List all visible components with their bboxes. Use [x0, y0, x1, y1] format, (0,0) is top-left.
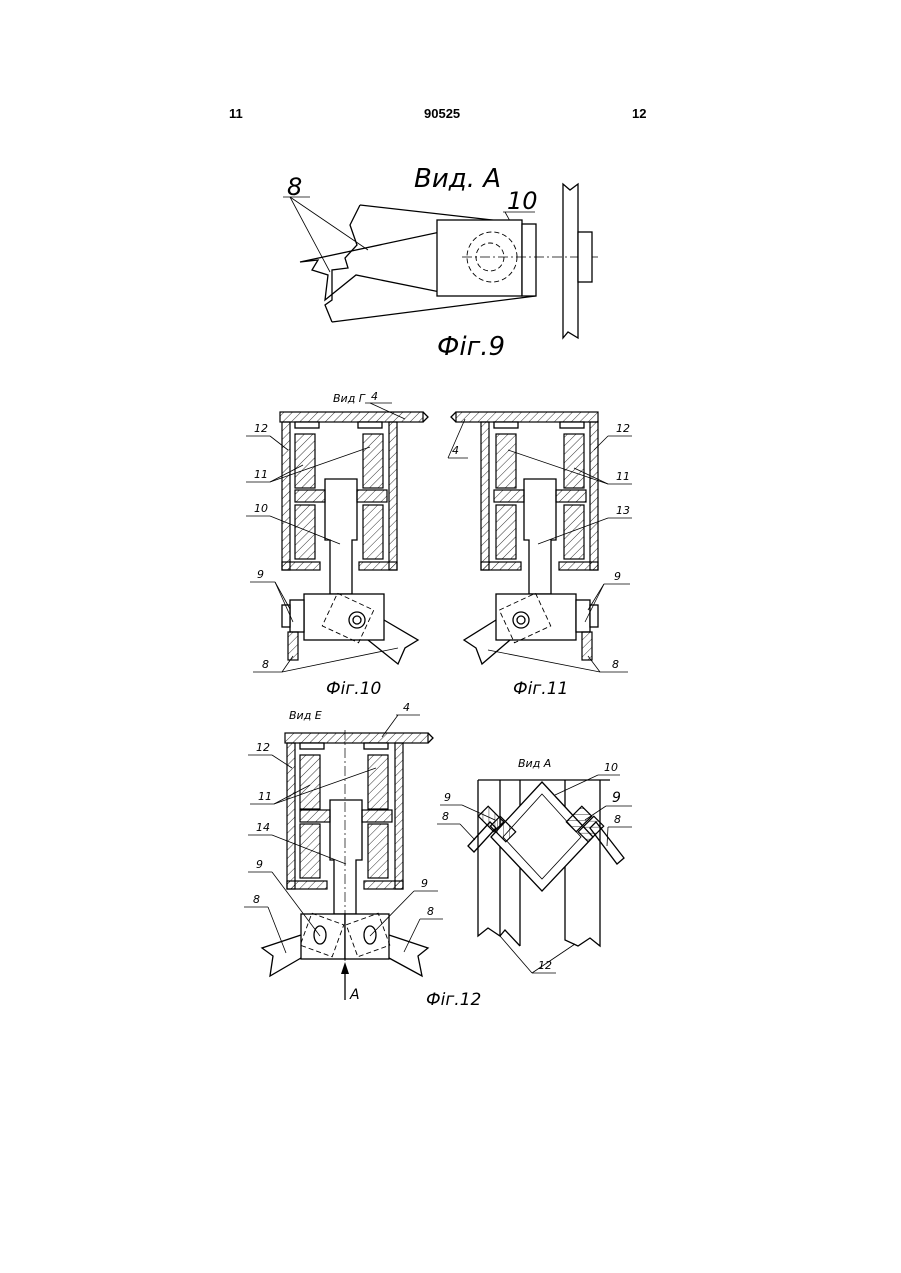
fig9-caption: Фіг.9: [437, 332, 505, 362]
fig12-label-12: 12: [256, 741, 270, 754]
fig12-caption: Фіг.12: [426, 990, 481, 1010]
fig9-label-10: 10: [507, 187, 538, 215]
fig12-label-11: 11: [258, 790, 272, 803]
view-a-label-9-left: 9: [444, 791, 451, 804]
view-a-label-8-right: 8: [614, 813, 621, 826]
fig12-label-4: 4: [403, 701, 410, 714]
fig12-label-9-left: 9: [256, 858, 263, 871]
fig11-caption: Фіг.11: [513, 679, 568, 699]
view-a-label-9-right: 9: [612, 790, 621, 806]
fig10-label-11: 11: [254, 468, 268, 481]
fig9-view-label: Вид. А: [414, 164, 501, 194]
fig10-label-8: 8: [262, 658, 269, 671]
fig12-label-14: 14: [256, 821, 270, 834]
figure-9: Вид. А 8 10 Фіг.9: [283, 164, 600, 362]
figure-10: Вид Г 4 12 11: [246, 390, 428, 699]
fig12-label-9-right: 9: [421, 877, 428, 890]
view-a-label: Вид А: [518, 757, 551, 770]
figure-11: 4 12 11 13 9 8: [448, 412, 632, 699]
fig10-label-9: 9: [257, 568, 264, 581]
fig11-label-9: 9: [614, 570, 621, 583]
fig10-label-4: 4: [371, 390, 378, 403]
figure-12-view-a: Вид А 10 9 9 8 8 12: [437, 757, 632, 973]
figure-12: Вид Е 4 А 12 11: [244, 701, 481, 1010]
fig11-label-12: 12: [616, 422, 630, 435]
fig10-view-label: Вид Г: [333, 392, 366, 405]
fig12-label-8-right: 8: [427, 905, 434, 918]
fig11-label-11: 11: [616, 470, 630, 483]
fig10-label-12: 12: [254, 422, 268, 435]
fig12-view-label: Вид Е: [289, 709, 322, 722]
fig11-label-13: 13: [616, 504, 630, 517]
view-a-label-8-left: 8: [442, 810, 449, 823]
fig12-arrow-label: А: [349, 987, 360, 1003]
fig10-caption: Фіг.10: [326, 679, 381, 699]
view-a-label-10: 10: [604, 761, 618, 774]
fig12-label-8-left: 8: [253, 893, 260, 906]
fig10-label-10: 10: [254, 502, 268, 515]
fig11-label-8: 8: [612, 658, 619, 671]
